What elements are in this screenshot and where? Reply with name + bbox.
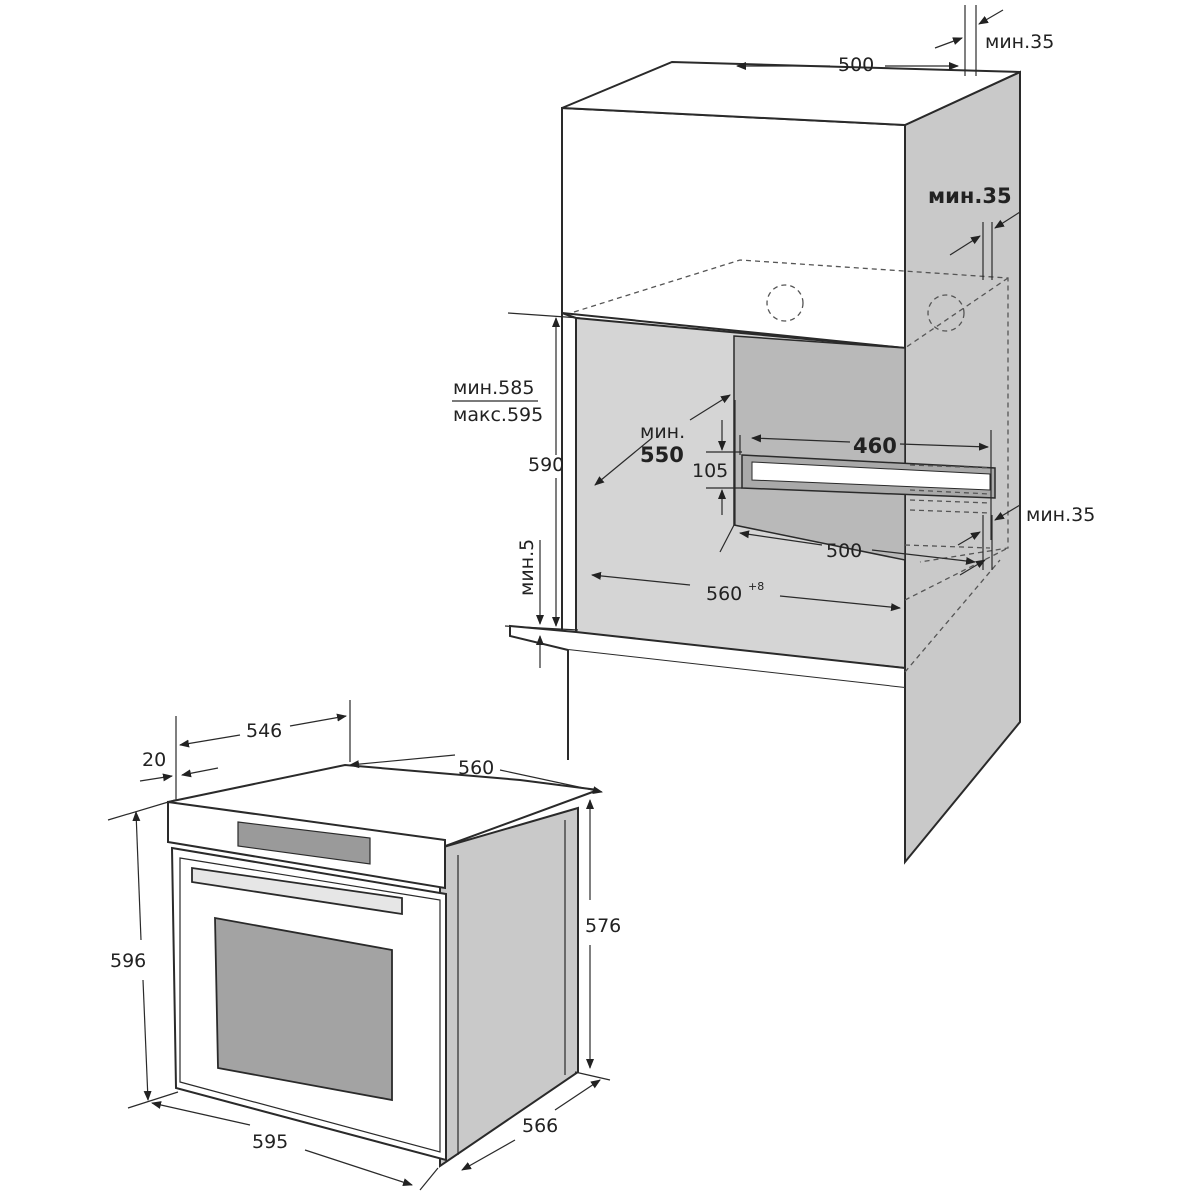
dim-niche-max: макс.595	[453, 404, 543, 426]
dim-rail-height: 105	[692, 460, 728, 482]
oven-handle	[191, 866, 403, 916]
dim-depth-label: мин.	[640, 421, 685, 443]
dim-bottom-side-gap: мин.35	[1026, 504, 1095, 526]
dim-top-gap: мин.35	[985, 31, 1054, 53]
lower-cabinet	[568, 650, 905, 862]
niche-back-wall	[733, 335, 906, 561]
dim-oven-body-height: 576	[585, 915, 621, 937]
dim-side-gap: мин.35	[928, 184, 1012, 208]
dim-shelf-depth: 500	[826, 540, 862, 562]
oven-dimensions: 546 20 560 596 576 595 566	[107, 700, 621, 1191]
dim-niche-width: 560	[706, 583, 742, 605]
dim-oven-width-back: 560	[458, 757, 494, 779]
dim-oven-front-thickness: 20	[142, 749, 166, 771]
dim-rail-width: 460	[853, 434, 897, 458]
upper-cabinet-front	[561, 106, 906, 350]
dim-bottom-gap: мин.5	[516, 539, 538, 596]
dim-oven-height: 596	[110, 950, 146, 972]
dim-top-depth: 500	[838, 54, 874, 76]
dim-niche-height: 590	[528, 454, 564, 476]
oven-window	[214, 916, 393, 1102]
oven-display	[237, 821, 371, 865]
oven-drawing	[167, 763, 599, 1168]
oven-side-panel	[439, 806, 579, 1168]
dim-niche-min: мин.585	[453, 377, 534, 399]
dim-oven-depth: 566	[522, 1115, 558, 1137]
cabinet-dimensions: 500 мин.35 мин.35 мин.585 макс.595 590 м…	[452, 5, 1095, 668]
dim-niche-width-tol: +8	[748, 580, 764, 593]
upper-cabinet-top	[561, 60, 1021, 127]
dim-oven-width: 595	[252, 1131, 288, 1153]
cabinet-drawing	[509, 60, 1021, 865]
dim-oven-depth-total: 546	[246, 720, 282, 742]
dim-depth-value: 550	[640, 443, 684, 467]
